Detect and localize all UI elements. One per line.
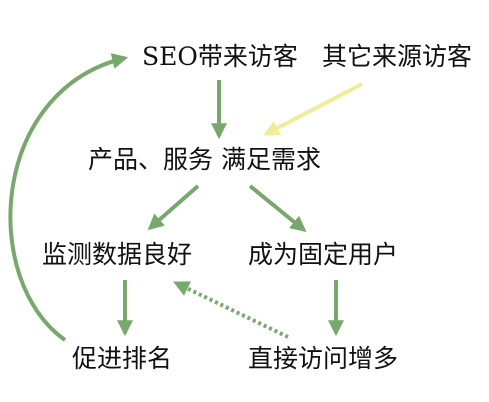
arrow-rank-to-seo: [8, 53, 129, 342]
node-monitor-data: 监测数据良好: [42, 240, 193, 269]
node-other-visitors: 其它来源访客: [322, 42, 473, 71]
arrow-other-to-product: [263, 82, 363, 136]
node-fixed-users: 成为固定用户: [248, 240, 399, 269]
arrow-product-to-fixed: [248, 184, 307, 233]
arrow-direct-to-monitor: [173, 281, 289, 339]
arrow-product-to-monitor: [147, 184, 200, 231]
node-direct-visits: 直接访问增多: [248, 344, 399, 373]
node-seo-visitors: SEO带来访客: [142, 42, 298, 71]
node-promote-ranking: 促进排名: [72, 344, 173, 373]
node-product-service: 产品、服务 满足需求: [88, 145, 321, 174]
